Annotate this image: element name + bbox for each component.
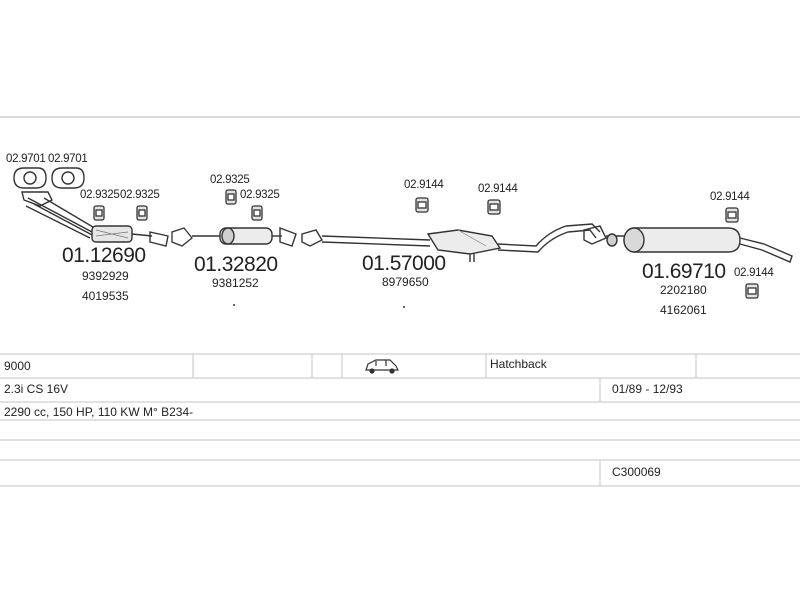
oe-number: 8979650 [382, 275, 429, 289]
rubber-hanger-icon [251, 205, 263, 221]
vehicle-body: Hatchback [490, 357, 547, 371]
main-part-number: 01.32820 [194, 253, 278, 276]
clamp-icon [171, 227, 193, 247]
part-number-label: 02.9144 [734, 267, 774, 279]
part-number-label: 02.9325 [210, 174, 250, 186]
car-hatchback-icon [365, 359, 399, 374]
rubber-block-icon [745, 283, 759, 299]
front-pipe [21, 191, 169, 247]
part-number-label: 02.9144 [710, 191, 750, 203]
rubber-block-icon [415, 197, 429, 213]
rubber-hanger-icon [225, 189, 237, 205]
vehicle-table [0, 353, 800, 487]
rear-silencer [583, 225, 793, 263]
part-number-label: 02.9325 [80, 189, 120, 201]
gasket-icon [51, 167, 85, 189]
rubber-hanger-icon [93, 205, 105, 221]
vehicle-years: 01/89 - 12/93 [612, 382, 683, 396]
main-part-number: 01.69710 [642, 260, 726, 283]
oe-number: 2202180 [660, 283, 707, 297]
part-number-label: 02.9701 [6, 153, 46, 165]
part-number-label: 02.9701 [48, 153, 88, 165]
rubber-block-icon [725, 207, 739, 223]
center-pipe [192, 226, 297, 247]
rubber-block-icon [487, 199, 501, 215]
gasket-icon [13, 167, 47, 189]
vehicle-model: 9000 [4, 359, 31, 373]
main-part-number: 01.57000 [362, 252, 446, 275]
oe-number: 4162061 [660, 303, 707, 317]
oe-number: 9392929 [82, 269, 129, 283]
oe-number: 4019535 [82, 289, 129, 303]
middle-silencer-pipe [301, 223, 601, 262]
main-part-number: 01.12690 [62, 244, 146, 267]
reference-dot [233, 304, 235, 306]
catalog-code: C300069 [612, 465, 661, 479]
vehicle-spec: 2290 cc, 150 HP, 110 KW M° B234- [4, 405, 194, 419]
part-number-label: 02.9144 [404, 179, 444, 191]
part-number-label: 02.9325 [240, 189, 280, 201]
vehicle-engine: 2.3i CS 16V [4, 382, 69, 396]
part-number-label: 02.9144 [478, 183, 518, 195]
rubber-hanger-icon [136, 205, 148, 221]
part-number-label: 02.9325 [120, 189, 160, 201]
oe-number: 9381252 [212, 276, 259, 290]
reference-dot [403, 306, 405, 308]
